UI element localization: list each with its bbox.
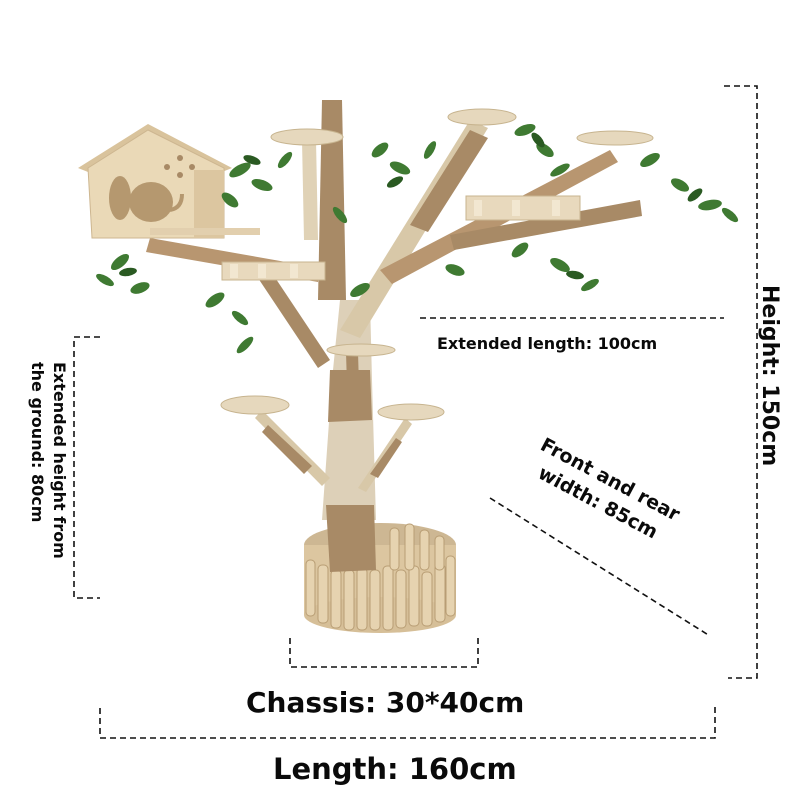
- upper-branches: [146, 100, 654, 368]
- length-guide-line: [99, 704, 716, 739]
- lower-branches: [220, 343, 445, 492]
- foliage-dark: [119, 132, 703, 280]
- length-label: Length: 160cm: [273, 752, 517, 786]
- ring-platforms: [221, 195, 581, 281]
- height-label: Height: 150cm: [757, 285, 782, 467]
- extended-height-label-line1: Extended height from: [50, 362, 69, 559]
- base-fence: [304, 523, 456, 633]
- extended-height-label-line2: the ground: 80cm: [28, 362, 47, 523]
- cat-house: [78, 124, 260, 239]
- platform-right: [377, 403, 445, 421]
- cat-silhouette-cutout: [109, 176, 184, 222]
- platform-center: [326, 343, 396, 357]
- extended-height-label: Extended height from the ground: 80cm: [26, 362, 70, 559]
- dimension-lines: [73, 85, 758, 739]
- height-guide-line: [724, 85, 758, 679]
- extended-height-guide-line: [73, 336, 100, 599]
- platform-left: [220, 395, 290, 415]
- chassis-guide-line: [289, 638, 479, 668]
- width-guide-line: [489, 497, 711, 637]
- extended-length-label: Extended length: 100cm: [437, 334, 658, 353]
- chassis-label: Chassis: 30*40cm: [246, 686, 525, 719]
- foliage: [96, 123, 739, 354]
- trunk: [322, 300, 376, 572]
